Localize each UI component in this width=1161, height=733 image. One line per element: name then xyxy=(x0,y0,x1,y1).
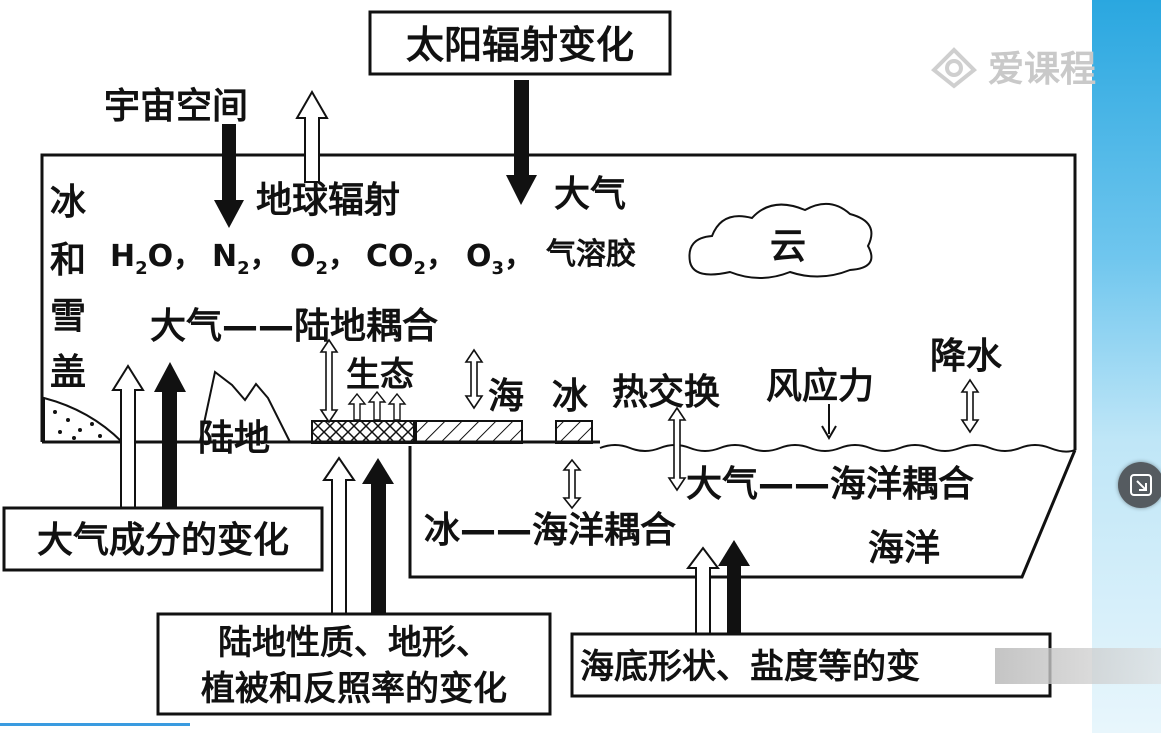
atm-ocean-coupling-label: 大气——海洋耦合 xyxy=(686,464,974,505)
ice-label: 冰 xyxy=(552,376,589,417)
atmosphere-label: 大气 xyxy=(554,174,626,215)
precipitation-label: 降水 xyxy=(930,336,1003,377)
snow-cover xyxy=(43,396,125,443)
ice-snow-char-2: 和 xyxy=(50,240,86,281)
solar-label: 太阳辐射变化 xyxy=(406,23,634,67)
solar-box xyxy=(368,10,672,76)
ice-snow-char-3: 雪 xyxy=(50,296,86,337)
snow-dots xyxy=(53,410,102,440)
formula-co2: CO2， xyxy=(366,239,456,279)
land-change-line-2: 植被和反照率的变化 xyxy=(201,669,507,709)
sea-ice-block-2 xyxy=(555,420,593,444)
solid-arrows xyxy=(154,80,750,634)
progress-underline xyxy=(0,723,190,726)
formula-o3: O3， xyxy=(466,239,534,279)
ocean-label: 海洋 xyxy=(868,528,940,569)
seafloor-box xyxy=(570,632,1052,698)
ecology-label: 生态 xyxy=(346,355,414,395)
ice-ocean-coupling-label: 冰——海洋耦合 xyxy=(424,510,676,551)
atm-comp-box xyxy=(2,506,324,572)
expand-button[interactable] xyxy=(1118,462,1161,508)
seafloor-change-label: 海底形状、盐度等的变 xyxy=(580,647,920,687)
formula-o2: O2， xyxy=(290,239,358,279)
atm-land-coupling-label: 大气——陆地耦合 xyxy=(150,306,438,347)
watermark: 爱课程 xyxy=(928,40,1096,92)
ecology-arrows xyxy=(347,390,407,421)
hollow-arrows xyxy=(111,89,720,635)
expand-icon xyxy=(1130,474,1152,496)
earth-radiation-label: 地球辐射 xyxy=(256,180,400,221)
land-label: 陆地 xyxy=(198,418,270,459)
aerosol-label: 气溶胶 xyxy=(546,237,636,272)
mountains xyxy=(199,370,291,443)
formula-n2: N2， xyxy=(212,239,280,279)
wind-stress-arrow xyxy=(821,404,837,440)
side-panel xyxy=(1092,0,1161,733)
heat-exchange-label: 热交换 xyxy=(612,371,720,413)
watermark-text: 爱课程 xyxy=(988,49,1097,90)
cloud-shape xyxy=(688,203,873,279)
cloud-label: 云 xyxy=(770,226,806,267)
space-label: 宇宙空间 xyxy=(104,86,248,127)
double-arrows xyxy=(319,338,980,510)
ocean-surface xyxy=(599,444,1076,453)
land-change-line-1: 陆地性质、地形、 xyxy=(218,623,490,663)
aikecheng-logo-icon xyxy=(931,47,977,89)
vegetation-block xyxy=(311,420,415,444)
sea-ice-block-1 xyxy=(415,420,523,444)
sea-label: 海 xyxy=(488,376,524,417)
overlay-fade xyxy=(995,648,1161,684)
wind-stress-label: 风应力 xyxy=(766,366,874,407)
ice-snow-char-4: 盖 xyxy=(50,352,86,393)
ice-snow-char-1: 冰 xyxy=(50,182,87,223)
land-change-box xyxy=(156,612,552,716)
formula-h2o: H2O， xyxy=(110,239,203,279)
atm-comp-change-label: 大气成分的变化 xyxy=(37,519,289,561)
atmosphere-box xyxy=(40,153,1077,450)
ocean-basin xyxy=(408,446,1077,579)
